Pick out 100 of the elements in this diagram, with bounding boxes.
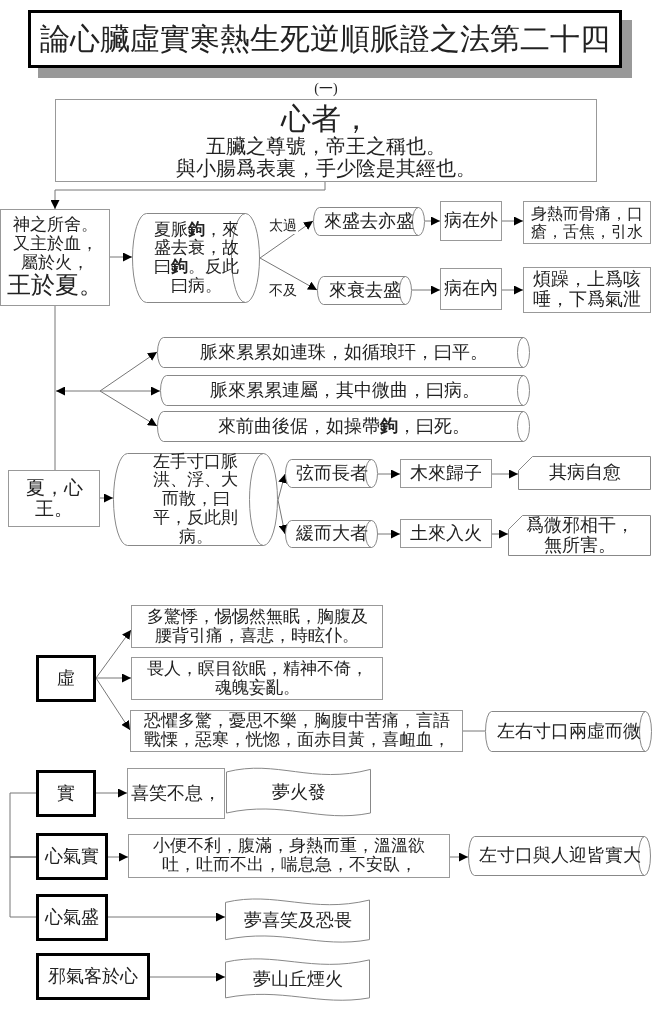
- cylinder-box: [317, 276, 412, 305]
- connector: [449, 852, 469, 862]
- cylinder-box: [157, 337, 530, 368]
- cylinder-box: [160, 375, 530, 406]
- cylinder-box: [313, 207, 425, 236]
- text-box: [400, 519, 492, 548]
- node-text: 弦而長者: [295, 463, 368, 484]
- node-text: 喜笑不息，: [131, 783, 221, 804]
- text-box: [55, 99, 597, 182]
- connector: [50, 181, 326, 210]
- cylinder-box: [468, 836, 651, 876]
- connector: [95, 673, 132, 683]
- connector: [95, 788, 128, 798]
- connector: [149, 972, 226, 982]
- node-text: 左寸口與人迎皆實大: [478, 846, 641, 866]
- connector: [491, 529, 509, 539]
- connector: [424, 216, 441, 226]
- connector: [259, 220, 314, 259]
- text-box: [130, 710, 463, 752]
- connector: [99, 351, 158, 392]
- connector: [107, 912, 226, 922]
- connector: [501, 285, 524, 295]
- node-text: 煩躁，上爲咳唾，下爲氣泄: [532, 270, 642, 310]
- node-text: 王於夏。: [7, 272, 103, 299]
- node-text: 心者，: [281, 102, 371, 135]
- node-text: 實: [57, 783, 75, 804]
- text-box: [127, 768, 225, 819]
- heading-box: [36, 770, 96, 817]
- cylinder-box: [285, 520, 378, 548]
- node-text: 夏，心王。: [24, 477, 84, 520]
- text-box: [128, 834, 450, 878]
- node-text: 身熱而骨痛，口瘡，舌焦，引水: [530, 204, 644, 241]
- text-box: [440, 201, 502, 241]
- text-box: [131, 657, 383, 700]
- node-text: 五臟之尊號，帝王之稱也。: [206, 135, 446, 157]
- heading-box: [36, 953, 150, 1000]
- node-text: 夢山丘煙火: [252, 970, 343, 990]
- text-box: [0, 209, 110, 306]
- node-text: 與小腸爲表裏，手少陰是其經也。: [176, 157, 476, 179]
- cylinder-box: [485, 711, 652, 752]
- connector: [95, 677, 131, 731]
- tag-box: [518, 456, 651, 490]
- node-text: 病在外: [444, 211, 498, 231]
- connector: [411, 285, 441, 295]
- node-text: 來前曲後倨，如操帶鉤，曰死。: [217, 416, 470, 437]
- cylinder-box: [157, 411, 530, 442]
- cylinder-box: [132, 213, 260, 303]
- connector: [277, 473, 287, 501]
- node-text: 土來入火: [410, 523, 482, 544]
- node-text: 左右寸口兩虛而微: [496, 721, 641, 742]
- node-text: 多驚悸，惕惕然無眠，胸腹及腰背引痛，喜悲，時眩仆。: [145, 607, 369, 646]
- connector: [109, 252, 133, 262]
- heading-box: [36, 833, 108, 880]
- heading-box: [36, 655, 96, 702]
- node-text: 小便不利，腹滿，身熱而重，溫溫欲吐，吐而不出，喘息急，不安臥，: [152, 837, 426, 875]
- node-text: 虛: [57, 668, 75, 689]
- edge-label: 不及: [268, 283, 298, 299]
- node-text: 左手寸口脈洪、浮、大而散，曰平，反此則病。: [152, 452, 239, 547]
- node-text: 木來歸子: [410, 463, 482, 484]
- connector: [9, 792, 37, 858]
- connector: [259, 257, 318, 291]
- node-text: 心氣盛: [45, 907, 99, 928]
- connector: [377, 529, 401, 539]
- connector: [377, 469, 401, 479]
- connector: [491, 469, 519, 479]
- node-text: 夢火發: [271, 782, 326, 803]
- text-box: [523, 267, 651, 313]
- node-text: 其病自愈: [548, 463, 621, 483]
- cylinder-box: [113, 453, 278, 546]
- text-box: [8, 470, 100, 527]
- node-text: 神之所舍。又主於血，屬於火，: [11, 216, 99, 273]
- connector: [501, 216, 524, 226]
- edge-label: 太過: [268, 218, 298, 234]
- node-text: 夏脈鉤，來盛去衰，故曰鉤。反此曰病。: [152, 220, 240, 296]
- wave-banner: [225, 896, 370, 946]
- node-text: 脈來累累連屬，其中微曲，曰病。: [210, 380, 480, 401]
- tag-box: [508, 515, 651, 556]
- node-text: 心氣實: [45, 846, 99, 867]
- connector: [95, 629, 132, 679]
- connector: [54, 305, 56, 471]
- node-text: 來盛去亦盛: [324, 211, 414, 232]
- connector: [99, 493, 114, 503]
- heading-box: [36, 894, 108, 941]
- node-text: 來衰去盛: [328, 280, 401, 301]
- connector: [462, 730, 486, 732]
- connector: [9, 856, 37, 918]
- node-text: 脈來累累如連珠，如循琅玕，曰平。: [199, 342, 488, 363]
- node-text: 邪氣客於心: [48, 966, 138, 987]
- node-text: 緩而大者: [295, 524, 368, 544]
- wave-banner: [225, 956, 370, 1004]
- text-box: [523, 201, 651, 244]
- text-box: [400, 459, 492, 488]
- connector: [99, 390, 158, 427]
- connector: [99, 386, 161, 396]
- connector: [107, 852, 129, 862]
- node-text: 恐懼多驚，憂思不樂，胸腹中苦痛，言語戰慄，惡寒，恍惚，面赤目黃，喜衄血，: [142, 712, 451, 750]
- node-text: 爲微邪相干，無所害。: [524, 515, 635, 556]
- cylinder-box: [285, 459, 378, 488]
- text-box: [440, 268, 502, 310]
- text-box: [131, 605, 383, 648]
